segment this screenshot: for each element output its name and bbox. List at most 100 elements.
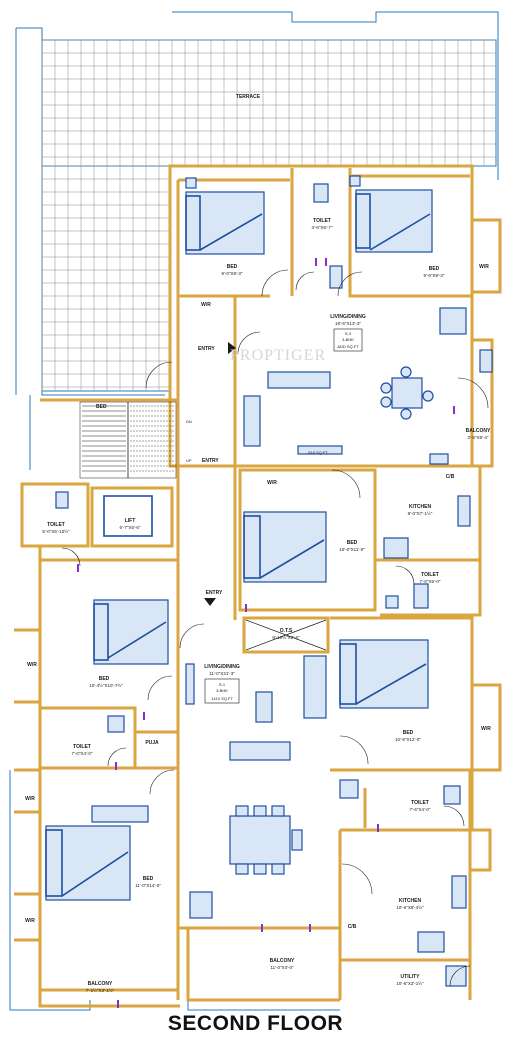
door-marker [77,564,79,572]
room-label: PUJA [145,740,159,746]
door-marker [309,924,311,932]
room-label: BED [99,676,110,682]
room-dim: 3'-6"X9'-4" [468,435,489,440]
room-label: ENTRY [206,590,223,596]
dining-table-icon [380,366,434,420]
room-dim: 7'-0"X5'-0" [420,579,441,584]
wc-icon [107,715,125,733]
room-dim: 10'-0"X11'-0" [339,547,365,552]
room-dim: 10'-8"X12'-0" [395,737,421,742]
ots-shaft [245,619,327,651]
room-label: TOILET [411,800,429,806]
room-labels: BED 9'-0"X9'-3" W/R TOILET 3'-6"X6'-7" B… [25,218,491,993]
room-label: KITCHEN [399,898,422,904]
tv-unit-icon [297,445,343,455]
room-label: KITCHEN [409,504,432,510]
area-tag: 818 SQ.FT [308,450,328,455]
furniture [45,175,493,987]
room-label: BED [347,540,358,546]
room-label: W/R [479,264,489,270]
room-label: BED [143,876,154,882]
room-label: W/R [201,302,211,308]
room-label: BED [429,266,440,272]
walls [14,164,502,1008]
door-marker [143,712,145,720]
wc-icon [413,583,429,609]
door-marker [325,258,327,266]
room-dim: 7'-1½"X3'-1½" [86,987,115,993]
room-label: ENTRY [198,346,215,352]
chair-icon [439,307,467,335]
bed-icon [339,639,429,709]
room-label: W/R [267,480,277,486]
room-label: W/R [481,726,491,732]
unit-tag: 3-BHK [216,688,228,693]
staircase: DN UP [79,401,192,479]
room-label: ENTRY [202,458,219,464]
wash-basin-icon [385,595,399,609]
wash-basin-icon [479,349,493,373]
entry-arrow-icon [204,598,216,606]
room-label: BED [403,730,414,736]
room-label: C/B [348,924,357,930]
room-label: TOILET [313,218,331,224]
sofa-icon [303,655,327,719]
room-label: BALCONY [270,958,295,964]
unit-tag: 1410 SQ.FT [211,696,233,701]
terrace-label: TERRACE [236,94,261,100]
wc-icon [55,491,69,509]
stair-down-label: DN [186,419,192,424]
washing-machine-icon [445,965,467,987]
sofa-icon [229,741,291,761]
room-label: BALCONY [466,428,491,434]
unit-tag: S-3 [345,331,352,336]
stair-up-label: UP [186,458,192,463]
room-dim: 11'-0"X21'-3" [209,671,235,676]
room-label: UTILITY [401,974,421,980]
room-label: W/R [25,918,35,924]
coffee-table-icon [255,691,273,723]
room-dim: 6'-7"X6'-6" [120,525,141,530]
wash-basin-icon [339,779,359,799]
doors [61,269,489,987]
room-label: TOILET [73,744,91,750]
room-label: W/R [25,796,35,802]
unit-tag: ADD SQ.FT [337,344,359,349]
unit-tag: S-1 [219,682,226,687]
door-markers [77,258,455,1008]
door-marker [115,762,117,770]
fridge-icon [383,537,409,559]
room-dim: 10'-6"X3'-1½" [396,980,424,986]
wc-icon [443,785,461,805]
stove-icon [417,931,445,953]
room-label: BALCONY [88,981,113,987]
tv-unit-icon [185,663,195,705]
room-label: TOILET [47,522,65,528]
room-label: O.T.S [280,628,293,634]
room-dim: 8'-0"X7'-1½" [408,510,433,516]
outer-outline [9,11,499,1011]
sofa-icon [243,395,261,447]
room-dim: 7'-0"X4'-0" [72,751,93,756]
bed-icon [93,599,169,665]
door-marker [117,1000,119,1008]
wc-icon [313,183,329,203]
stove-icon [429,453,449,465]
sink-icon [451,875,467,909]
wash-basin-icon [329,265,343,289]
room-dim: 5'-0"X5'-10½" [42,528,70,534]
room-dim: 8'-10½"X2'-9" [272,634,300,640]
bed-icon [45,805,149,901]
room-dim: 9'-0"X9'-3" [222,271,243,276]
floor-title: SECOND FLOOR [167,1012,344,1035]
bed-icon [243,511,327,583]
unit-tag: 3-BHK [342,337,354,342]
lift-car-icon [103,495,153,537]
sink-icon [457,495,471,527]
door-marker [453,406,455,414]
watermark: PROPTIGER [230,347,326,364]
room-label: LIVING/DINING [204,664,240,670]
cabinet-icon [189,891,213,919]
bed-icon [185,177,265,255]
